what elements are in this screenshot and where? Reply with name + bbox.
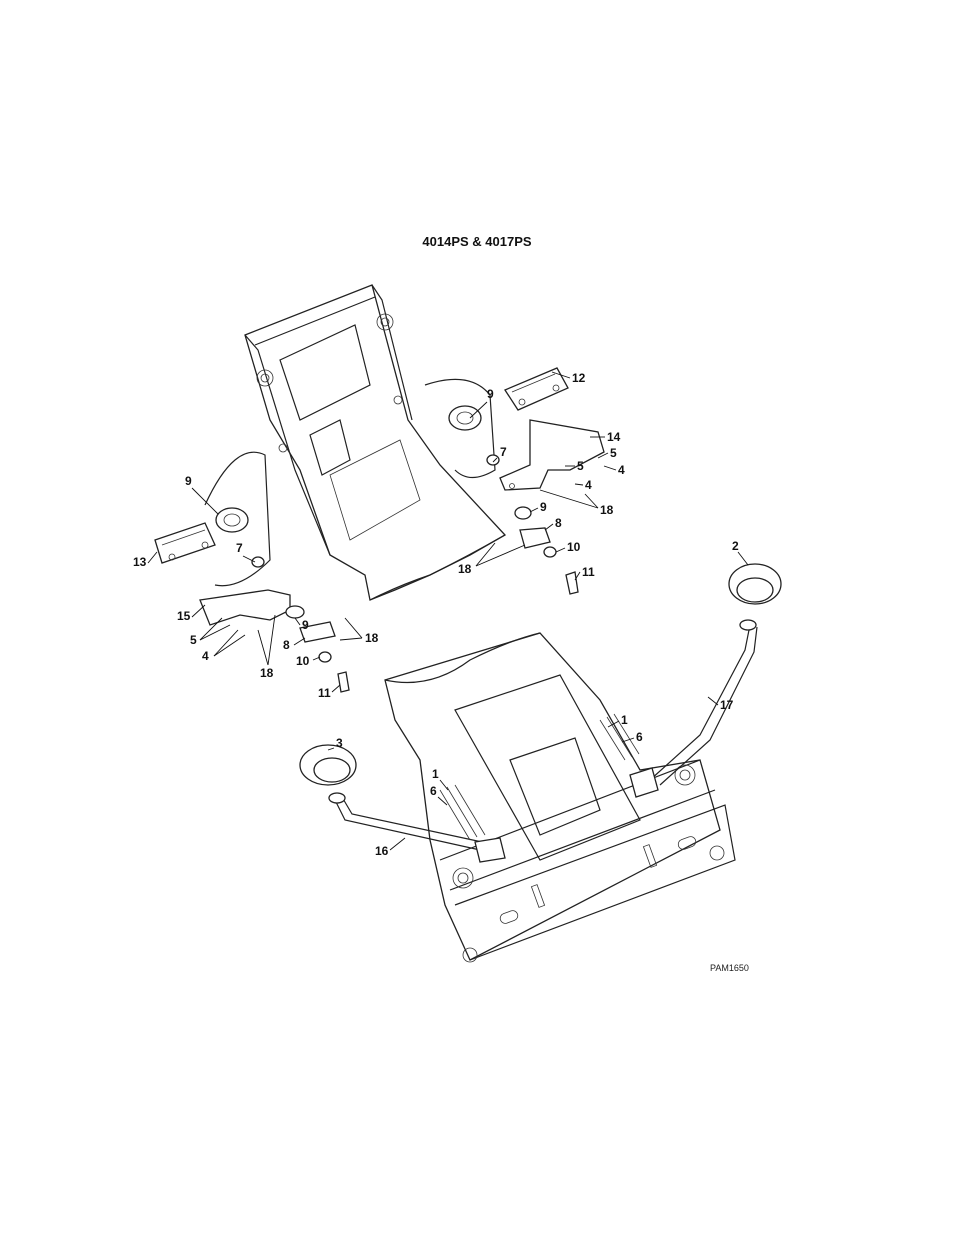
callout-10: 10 xyxy=(567,540,581,554)
leader-line xyxy=(390,838,405,850)
leader-line xyxy=(332,685,340,692)
leader-line xyxy=(604,466,616,470)
lamp-13-assembly xyxy=(155,508,349,692)
leader-line xyxy=(622,738,634,742)
leader-line xyxy=(214,635,245,656)
callout-9: 9 xyxy=(185,474,192,488)
leader-line xyxy=(545,524,553,530)
callout-13: 13 xyxy=(133,555,147,569)
leader-line xyxy=(148,552,157,563)
leader-line xyxy=(200,625,230,640)
callout-9: 9 xyxy=(540,500,547,514)
leader-line xyxy=(476,545,525,566)
callout-10: 10 xyxy=(296,654,310,668)
callout-11: 11 xyxy=(318,686,331,700)
leader-line xyxy=(294,638,305,645)
callout-4: 4 xyxy=(618,463,625,477)
leader-line xyxy=(345,618,362,638)
leader-line xyxy=(738,552,748,565)
callout-12: 12 xyxy=(572,371,586,385)
leader-line xyxy=(530,508,538,512)
leader-line xyxy=(340,638,362,640)
leader-line xyxy=(575,484,583,485)
callout-8: 8 xyxy=(283,638,290,652)
lamp-12-assembly xyxy=(449,368,604,594)
leader-line xyxy=(258,630,268,665)
callout-9: 9 xyxy=(487,387,494,401)
callout-9: 9 xyxy=(302,618,309,632)
callout-18: 18 xyxy=(260,666,274,680)
callout-17: 17 xyxy=(720,698,734,712)
callout-2: 2 xyxy=(732,539,739,553)
callout-5: 5 xyxy=(190,633,197,647)
callout-14: 14 xyxy=(607,430,621,444)
drawing-code: PAM1650 xyxy=(710,963,749,973)
callout-18: 18 xyxy=(365,631,379,645)
leader-line xyxy=(295,618,300,625)
callout-1: 1 xyxy=(621,713,628,727)
callout-8: 8 xyxy=(555,516,562,530)
callout-5: 5 xyxy=(577,459,584,473)
leader-line xyxy=(268,615,275,665)
leader-line xyxy=(192,605,205,617)
callout-11: 11 xyxy=(582,565,595,579)
callout-16: 16 xyxy=(375,844,389,858)
callout-18: 18 xyxy=(458,562,472,576)
callout-4: 4 xyxy=(202,649,209,663)
upper-frame xyxy=(205,285,505,600)
callout-5: 5 xyxy=(610,446,617,460)
leader-line xyxy=(214,630,238,656)
callout-18: 18 xyxy=(600,503,614,517)
callout-6: 6 xyxy=(636,730,643,744)
leader-line xyxy=(708,697,718,705)
callout-3: 3 xyxy=(336,736,343,750)
callout-7: 7 xyxy=(236,541,243,555)
leader-line xyxy=(192,488,218,514)
callout-15: 15 xyxy=(177,609,191,623)
callout-6: 6 xyxy=(430,784,437,798)
lower-frame xyxy=(385,633,735,962)
beacon-2-assembly xyxy=(630,564,781,797)
callout-4: 4 xyxy=(585,478,592,492)
callout-1: 1 xyxy=(432,767,439,781)
callout-7: 7 xyxy=(500,445,507,459)
leader-line xyxy=(556,548,565,552)
